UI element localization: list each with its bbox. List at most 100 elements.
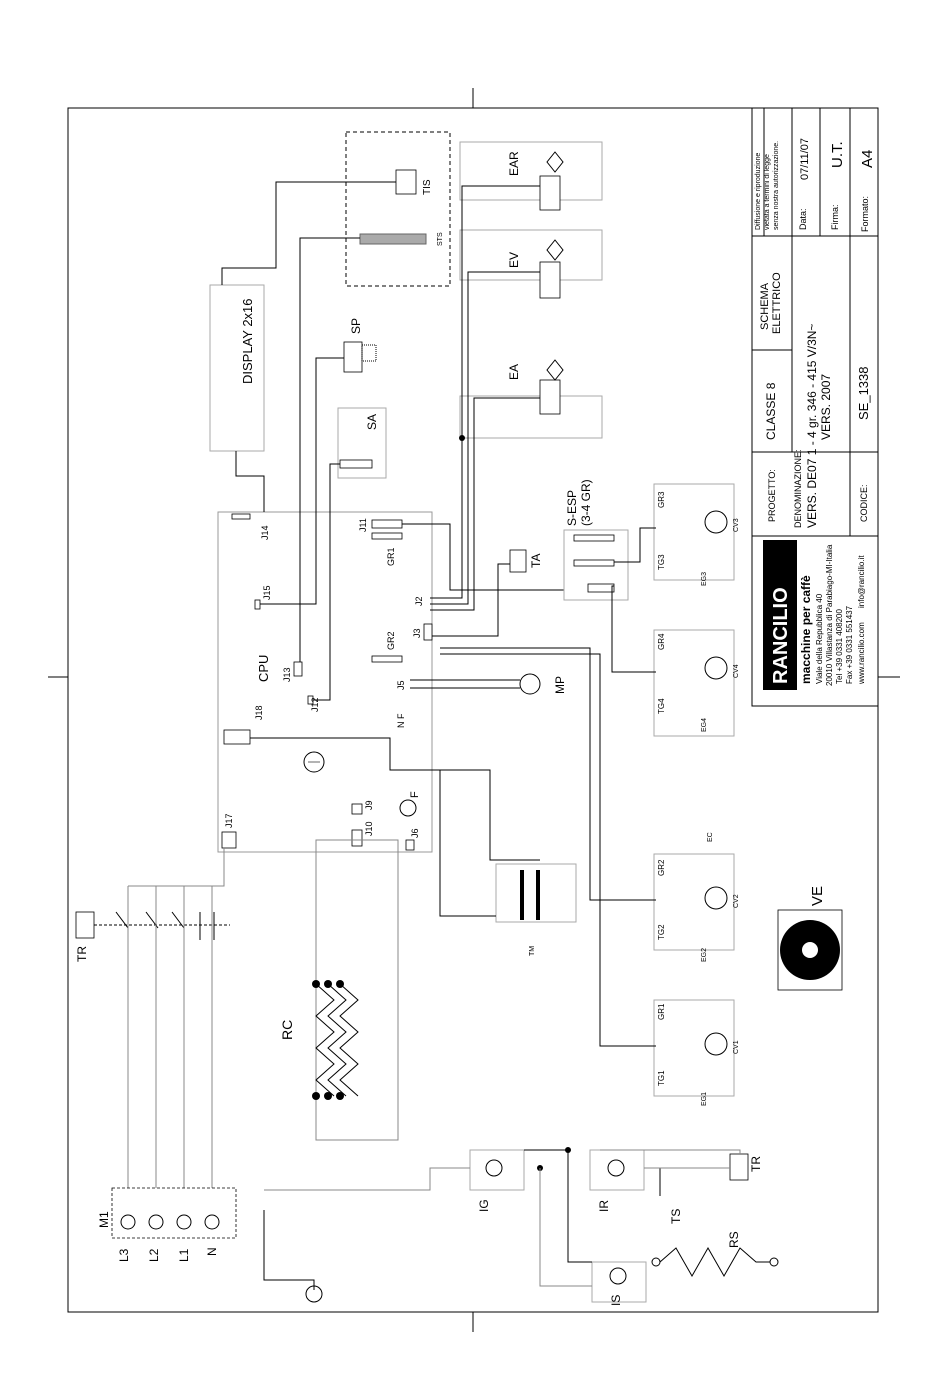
phase-l3: L3 — [117, 1248, 131, 1262]
m1-terminal-block: M1 L3 L2 L1 N — [97, 1187, 237, 1262]
svg-text:GR4: GR4 — [657, 633, 666, 650]
supply-lines — [127, 848, 225, 1190]
tr-top-label: TR — [75, 946, 89, 962]
sign-label: Firma: — [830, 205, 840, 231]
ear-label: EAR — [507, 151, 521, 176]
ts-label: TS — [669, 1209, 683, 1224]
connector-label: J2 — [414, 596, 424, 606]
mp-pump-motor — [519, 673, 541, 695]
junction-dot — [459, 435, 465, 441]
connector-label: J5 — [396, 680, 406, 690]
display-module — [209, 284, 265, 452]
connector-j14 — [231, 513, 251, 520]
svg-text:TG2: TG2 — [657, 924, 666, 940]
connector-j17 — [221, 831, 237, 849]
connector-j18 — [223, 729, 251, 745]
switch-ig: IG — [469, 1149, 525, 1212]
copyright-text: senza nostra autorizzazione. — [773, 141, 780, 230]
connector-label: J13 — [282, 667, 292, 682]
svg-text:EG2: EG2 — [701, 948, 708, 962]
phase-l2: L2 — [147, 1248, 161, 1262]
connector-label: N F — [396, 713, 406, 728]
connector-gr3 — [573, 534, 615, 542]
date-value: 07/11/07 — [799, 138, 811, 180]
group-valve-cv1: CV1 GR1 TG1 EG1 — [653, 999, 740, 1106]
connector-label: J12 — [310, 697, 320, 712]
company-address: 20010 Villastanza di Parabiago-MI-Italia — [825, 544, 834, 686]
thermostat-ts: TS — [659, 1168, 683, 1224]
sp-spring — [361, 344, 377, 362]
svg-text:EG1: EG1 — [701, 1092, 708, 1106]
connector-label: J6 — [410, 828, 420, 838]
ev-label: EV — [507, 252, 521, 268]
connector-label: GR2 — [386, 631, 396, 650]
rc-label: RC — [279, 1020, 295, 1040]
code-value: SE_1338 — [856, 367, 871, 421]
phase-l1: L1 — [177, 1248, 191, 1262]
cpu-label: CPU — [256, 655, 271, 682]
connector-gr1 — [371, 532, 403, 540]
connector-j15 — [254, 599, 261, 610]
connector-label: J14 — [260, 525, 270, 540]
svg-text:TG3: TG3 — [657, 554, 666, 570]
svg-text:EG4: EG4 — [701, 718, 708, 732]
schema-title: SCHEMA — [759, 282, 771, 330]
connector-j9 — [351, 803, 363, 815]
company-web: www.rancilio.com — [857, 622, 866, 685]
neutral-n: N — [205, 1247, 219, 1256]
connector-j12 — [307, 695, 314, 705]
tr-bottom-label: TR — [749, 1156, 763, 1172]
project-value: CLASSE 8 — [764, 382, 778, 440]
sa-label: SA — [365, 414, 379, 430]
s-esp-label: (3-4 GR) — [579, 479, 593, 526]
resistor-rs: RS — [651, 1231, 779, 1278]
group-valve-cv3: CV3 GR3 TG3 EG3 — [653, 483, 740, 586]
copyright-text: vietata a termini di legge — [764, 154, 771, 230]
s-esp-label: S-ESP — [565, 490, 579, 526]
svg-text:CV1: CV1 — [733, 1040, 740, 1054]
sign-value: U.T. — [829, 141, 846, 168]
copyright-text: Diffusione e riproduzione — [755, 153, 762, 230]
junction-dot — [565, 1147, 571, 1153]
switch-ir: IR — [589, 1149, 645, 1212]
ve-fan: VE — [777, 886, 843, 991]
group-valve-cv2: CV2 GR2 TG2 EG2 EC — [653, 832, 740, 962]
connector-j6 — [405, 839, 415, 851]
connector-label: J17 — [224, 813, 234, 828]
ig-label: IG — [477, 1199, 491, 1212]
connector-label: J18 — [254, 705, 264, 720]
sa-sensor — [339, 459, 373, 469]
main-switch-block: TR — [75, 911, 230, 962]
connector-j3 — [423, 623, 433, 641]
format-label: Formato: — [860, 196, 870, 232]
m1-label: M1 — [97, 1211, 111, 1228]
connector-label: J3 — [412, 628, 422, 638]
fuse-f — [399, 799, 417, 817]
svg-text:GR1: GR1 — [657, 1003, 666, 1020]
ta-label: TA — [529, 554, 543, 568]
sts-probe — [359, 233, 427, 245]
denomination-line: VERS. 2007 — [819, 374, 833, 440]
svg-text:GR3: GR3 — [657, 491, 666, 508]
denomination-label: DENOMINAZIONE: — [793, 449, 803, 528]
svg-text:TM: TM — [529, 946, 536, 956]
sts-label: STS — [437, 232, 444, 246]
probe-enclosure — [345, 131, 451, 287]
is-label: IS — [609, 1295, 623, 1306]
title-block: Diffusione e riproduzione vietata a term… — [751, 107, 879, 707]
connector-label: J10 — [364, 821, 374, 836]
connector-j11 — [371, 519, 403, 529]
s-esp-plug — [587, 583, 615, 593]
crop-marks — [48, 88, 900, 1332]
ve-label: VE — [809, 886, 826, 906]
project-label: PROGETTO: — [767, 469, 777, 522]
connector-j13 — [293, 661, 303, 677]
format-value: A4 — [859, 150, 876, 168]
tis-label: TIS — [422, 179, 433, 195]
valve-ear: EAR — [459, 141, 603, 211]
fuse-label: F — [409, 791, 421, 798]
tm-transformer: TM — [495, 863, 577, 956]
connector-label: J15 — [262, 585, 272, 600]
company-tagline: macchine per caffè — [799, 575, 813, 684]
